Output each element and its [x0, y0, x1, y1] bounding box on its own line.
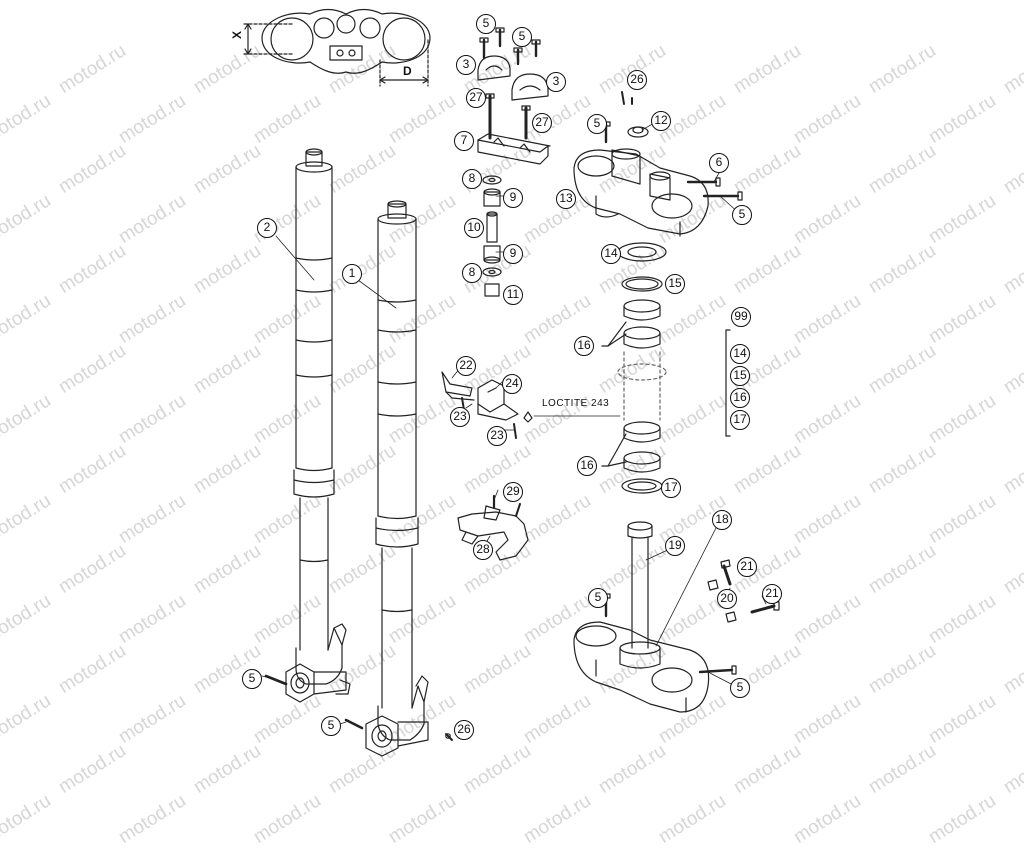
watermark-text: motod.ru — [520, 790, 595, 848]
callout-9: 9 — [503, 244, 523, 264]
callout-27: 27 — [466, 88, 486, 108]
callout-8: 8 — [462, 169, 482, 189]
callout-99: 99 — [731, 307, 751, 327]
bolt-26-bottom — [445, 733, 453, 741]
watermark-text: motod.ru — [250, 790, 325, 848]
callout-26: 26 — [454, 720, 474, 740]
callout-5: 5 — [730, 678, 750, 698]
callout-5: 5 — [321, 716, 341, 736]
callout-9: 9 — [503, 188, 523, 208]
callout-28: 28 — [473, 540, 493, 560]
fork-bridge-parts — [457, 494, 529, 561]
callout-26: 26 — [627, 70, 647, 90]
callout-12: 12 — [651, 111, 671, 131]
callout-5: 5 — [732, 205, 752, 225]
callout-10: 10 — [464, 218, 484, 238]
callout-17: 17 — [730, 410, 750, 430]
dimension-x-label: X — [230, 30, 245, 40]
watermark-text: motod.ru — [925, 790, 1000, 848]
callout-13: 13 — [556, 189, 576, 209]
loctite-note: LOCTITE 243 — [542, 398, 610, 409]
lower-triple-clamp — [573, 521, 780, 713]
callout-6: 6 — [709, 153, 729, 173]
callout-3: 3 — [546, 72, 566, 92]
callout-2: 2 — [257, 218, 277, 238]
callout-1: 1 — [342, 264, 362, 284]
callout-5: 5 — [587, 114, 607, 134]
callout-16: 16 — [730, 388, 750, 408]
callout-5: 5 — [476, 14, 496, 34]
callout-15: 15 — [730, 366, 750, 386]
callout-5: 5 — [512, 27, 532, 47]
parts-drawing — [243, 8, 780, 757]
fork-leg-1 — [344, 200, 429, 757]
callout-15: 15 — [665, 274, 685, 294]
callout-17: 17 — [661, 478, 681, 498]
callout-22: 22 — [456, 356, 476, 376]
callout-7: 7 — [454, 131, 474, 151]
callout-5: 5 — [588, 588, 608, 608]
callout-29: 29 — [503, 482, 523, 502]
callout-20: 20 — [717, 589, 737, 609]
callout-21: 21 — [737, 557, 757, 577]
callout-16: 16 — [577, 456, 597, 476]
callout-16: 16 — [574, 336, 594, 356]
callout-14: 14 — [730, 344, 750, 364]
watermark-text: motod.ru — [115, 790, 190, 848]
top-clamp-plan-view — [243, 8, 431, 87]
watermark-text: motod.ru — [385, 790, 460, 848]
brake-hose-guide-parts — [441, 371, 621, 439]
watermark-text: motod.ru — [790, 790, 865, 848]
callout-27: 27 — [532, 113, 552, 133]
callout-19: 19 — [665, 536, 685, 556]
steering-bearing-stack — [601, 242, 731, 494]
callout-3: 3 — [456, 55, 476, 75]
callout-23: 23 — [487, 426, 507, 446]
watermark-text: motod.ru — [655, 790, 730, 848]
callout-18: 18 — [712, 510, 732, 530]
callout-5: 5 — [242, 669, 262, 689]
callout-14: 14 — [601, 244, 621, 264]
handlebar-clamp-parts — [477, 27, 551, 297]
front-fork-exploded-diagram: motod.ru motod.ru motod.ru motod.ru motod.ru… — [0, 8, 1024, 848]
callout-8: 8 — [462, 263, 482, 283]
watermark-text: motod.ru — [0, 790, 55, 848]
callout-24: 24 — [502, 374, 522, 394]
dimension-d-label: D — [403, 64, 412, 78]
callout-11: 11 — [503, 285, 523, 305]
callout-23: 23 — [450, 407, 470, 427]
callout-21: 21 — [762, 584, 782, 604]
fork-leg-2 — [264, 148, 351, 703]
